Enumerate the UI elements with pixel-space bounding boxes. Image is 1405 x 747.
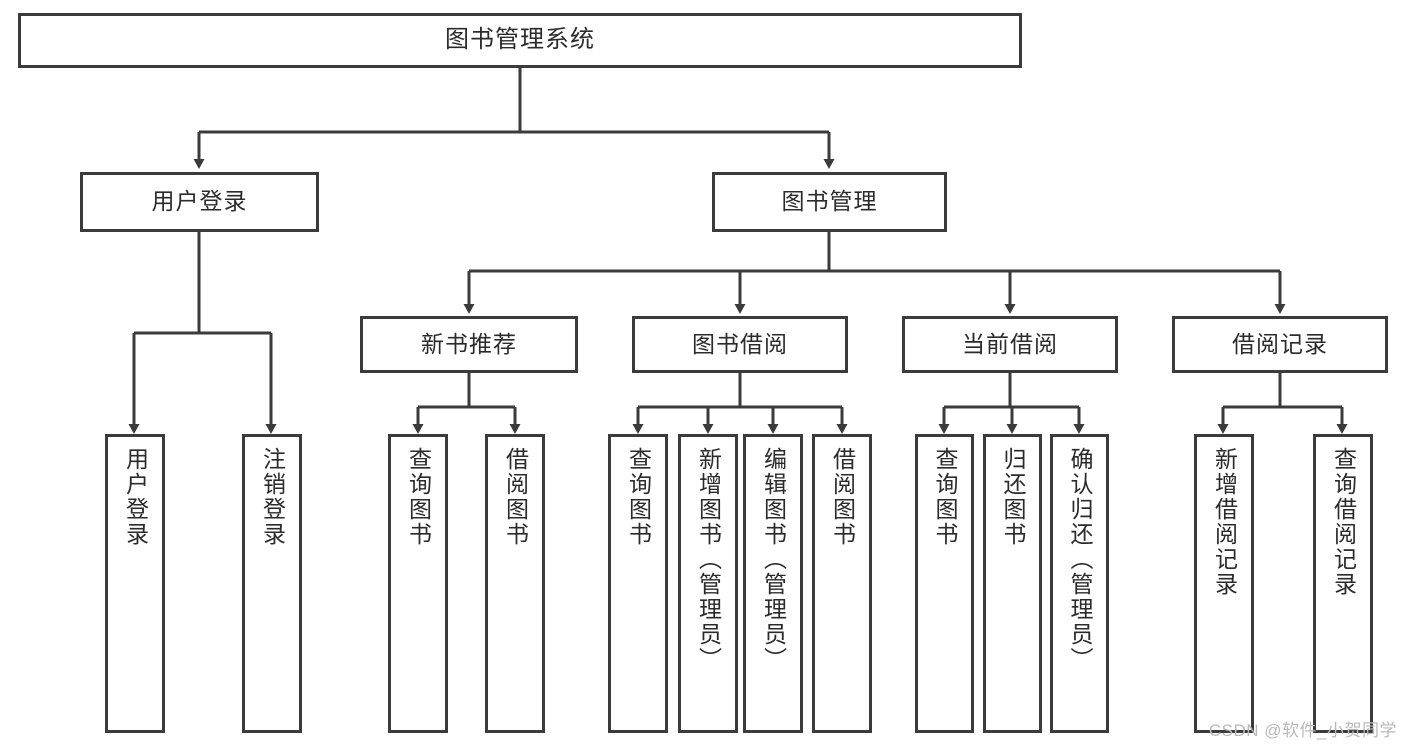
node-root-label: 图书管理系统 (445, 26, 595, 54)
node-leaf-user-login[interactable]: 用户登录 (105, 434, 165, 733)
node-leaf-logout-login[interactable]: 注销登录 (242, 434, 302, 733)
node-leaf-add-record-label: 新增借阅记录 (1211, 447, 1238, 597)
node-leaf-query-book-2[interactable]: 查询图书 (608, 434, 668, 733)
watermark: CSDN @软件_小贺同学 (1208, 721, 1397, 740)
node-book-management-label: 图书管理 (781, 188, 878, 215)
node-leaf-borrow-book-2[interactable]: 借阅图书 (812, 434, 872, 733)
node-book-management[interactable]: 图书管理 (712, 172, 947, 232)
node-leaf-borrow-book-1[interactable]: 借阅图书 (485, 434, 545, 733)
node-current-borrow-label: 当前借阅 (962, 330, 1058, 357)
node-user-login[interactable]: 用户登录 (80, 172, 319, 232)
node-leaf-user-login-label: 用户登录 (122, 447, 149, 547)
node-book-borrow[interactable]: 图书借阅 (632, 316, 848, 373)
node-book-borrow-label: 图书借阅 (692, 330, 788, 357)
node-leaf-add-book[interactable]: 新增图书（管理员） (678, 434, 738, 733)
node-borrow-record-label: 借阅记录 (1232, 330, 1328, 357)
node-leaf-return-book-label: 归还图书 (1000, 447, 1026, 547)
node-leaf-return-book[interactable]: 归还图书 (983, 434, 1042, 733)
node-leaf-edit-book-label: 编辑图书（管理员） (760, 447, 787, 672)
node-leaf-edit-book[interactable]: 编辑图书（管理员） (743, 434, 803, 733)
node-leaf-query-book-1-label: 查询图书 (405, 447, 432, 547)
node-leaf-query-book-3[interactable]: 查询图书 (915, 434, 974, 733)
node-leaf-add-record[interactable]: 新增借阅记录 (1194, 434, 1254, 733)
node-leaf-query-record-label: 查询借阅记录 (1330, 447, 1357, 597)
node-leaf-confirm-return[interactable]: 确认归还（管理员） (1050, 434, 1109, 733)
node-new-book-recommend[interactable]: 新书推荐 (360, 316, 578, 373)
node-leaf-query-record[interactable]: 查询借阅记录 (1313, 434, 1373, 733)
node-leaf-query-book-3-label: 查询图书 (932, 447, 958, 547)
node-user-login-label: 用户登录 (151, 188, 248, 215)
node-current-borrow[interactable]: 当前借阅 (902, 316, 1118, 373)
node-leaf-borrow-book-1-label: 借阅图书 (502, 447, 529, 547)
node-root[interactable]: 图书管理系统 (18, 13, 1022, 68)
node-leaf-add-book-label: 新增图书（管理员） (695, 447, 722, 672)
node-leaf-query-book-2-label: 查询图书 (625, 447, 652, 547)
node-leaf-confirm-return-label: 确认归还（管理员） (1067, 447, 1093, 672)
node-leaf-borrow-book-2-label: 借阅图书 (829, 447, 856, 547)
node-leaf-query-book-1[interactable]: 查询图书 (388, 434, 448, 733)
node-leaf-logout-login-label: 注销登录 (259, 447, 286, 547)
node-borrow-record[interactable]: 借阅记录 (1172, 316, 1388, 373)
node-new-book-recommend-label: 新书推荐 (421, 330, 517, 357)
